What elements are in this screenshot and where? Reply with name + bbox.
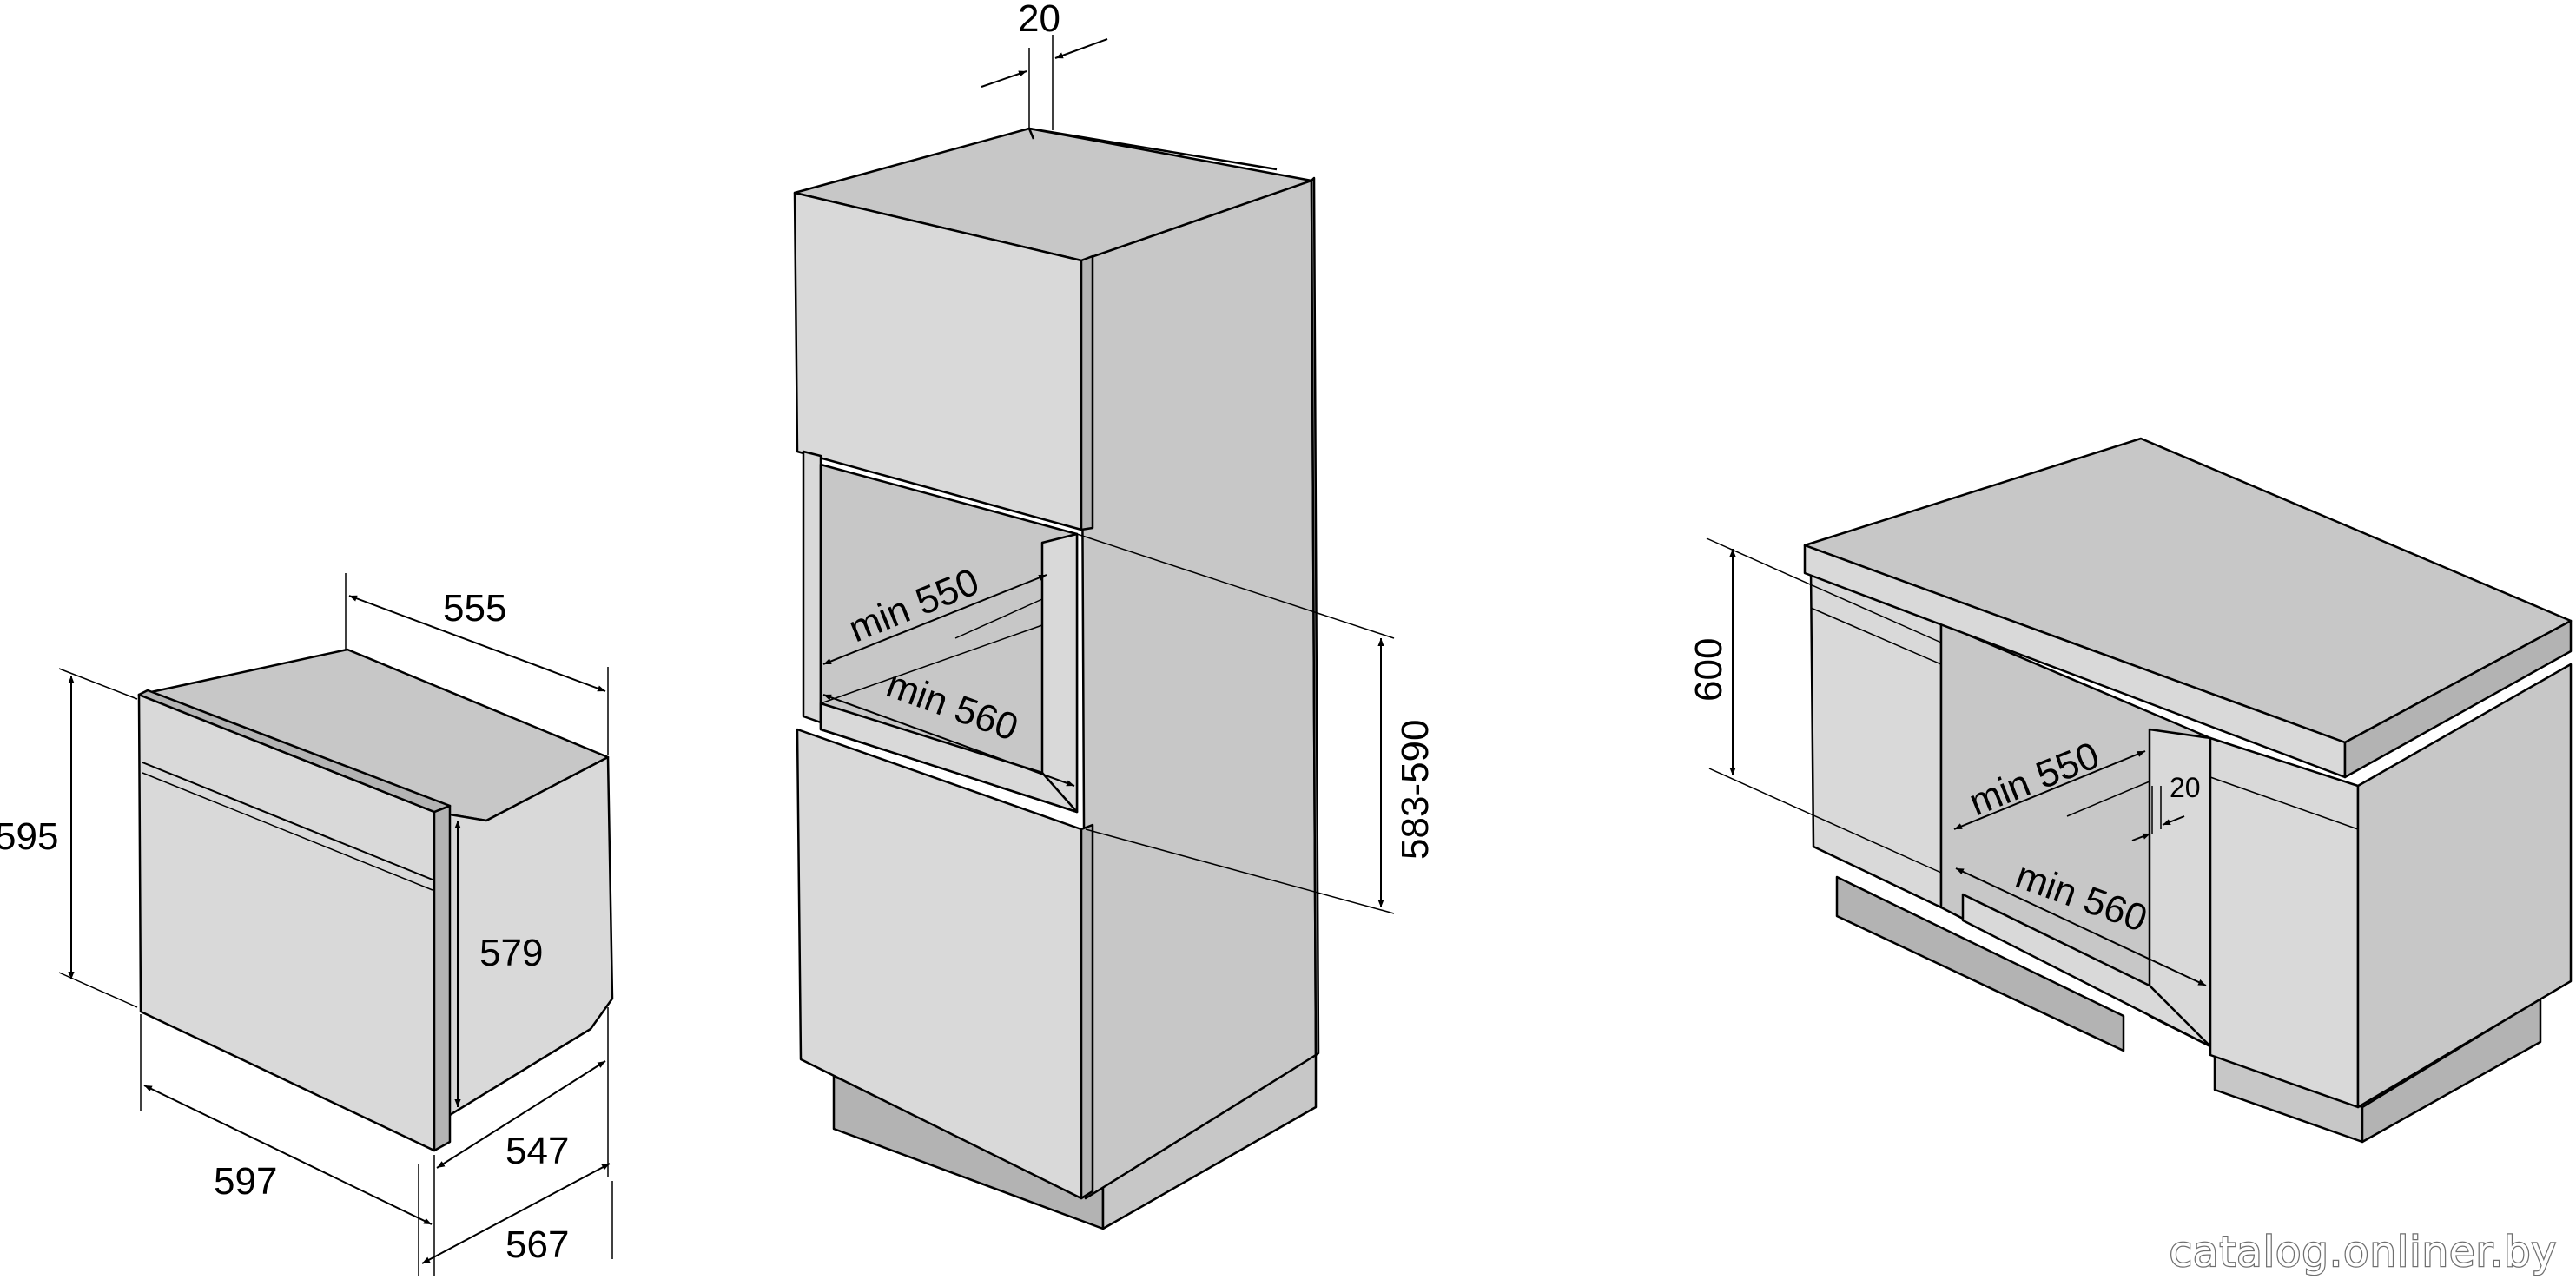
oven-figure [137, 648, 614, 1152]
oven-front-edge [433, 804, 452, 1152]
oven-body-depth-label: 547 [505, 1130, 569, 1172]
tall-cabinet-dimensions [822, 35, 1395, 914]
counter-cabinet-dimensions [1706, 537, 2207, 986]
counter-right-door [2209, 736, 2360, 1109]
watermark-text: catalog.onliner.by [2170, 1228, 2557, 1276]
oven-depth-label: 555 [443, 587, 506, 630]
oven-dimensions [58, 573, 613, 1276]
oven-total-depth-label: 567 [505, 1223, 569, 1266]
counter-height-label: 600 [1688, 638, 1730, 702]
oven-dimension-labels: 555 595 579 597 547 567 [0, 587, 569, 1266]
oven-height-label: 595 [0, 815, 58, 858]
tall-top-gap-label: 20 [1018, 0, 1060, 40]
oven-top-strip [137, 689, 452, 814]
tall-side-panel [1080, 179, 1318, 1200]
tall-cabinet-figure [793, 127, 1320, 1230]
oven-width-label: 597 [214, 1160, 277, 1203]
counter-left-door [1809, 567, 1943, 909]
counter-side [2356, 663, 2573, 1109]
oven-inner-height-label: 579 [479, 932, 543, 974]
counter-gap-label: 20 [2170, 772, 2201, 803]
tall-niche-height-label: 583-590 [1394, 720, 1437, 860]
